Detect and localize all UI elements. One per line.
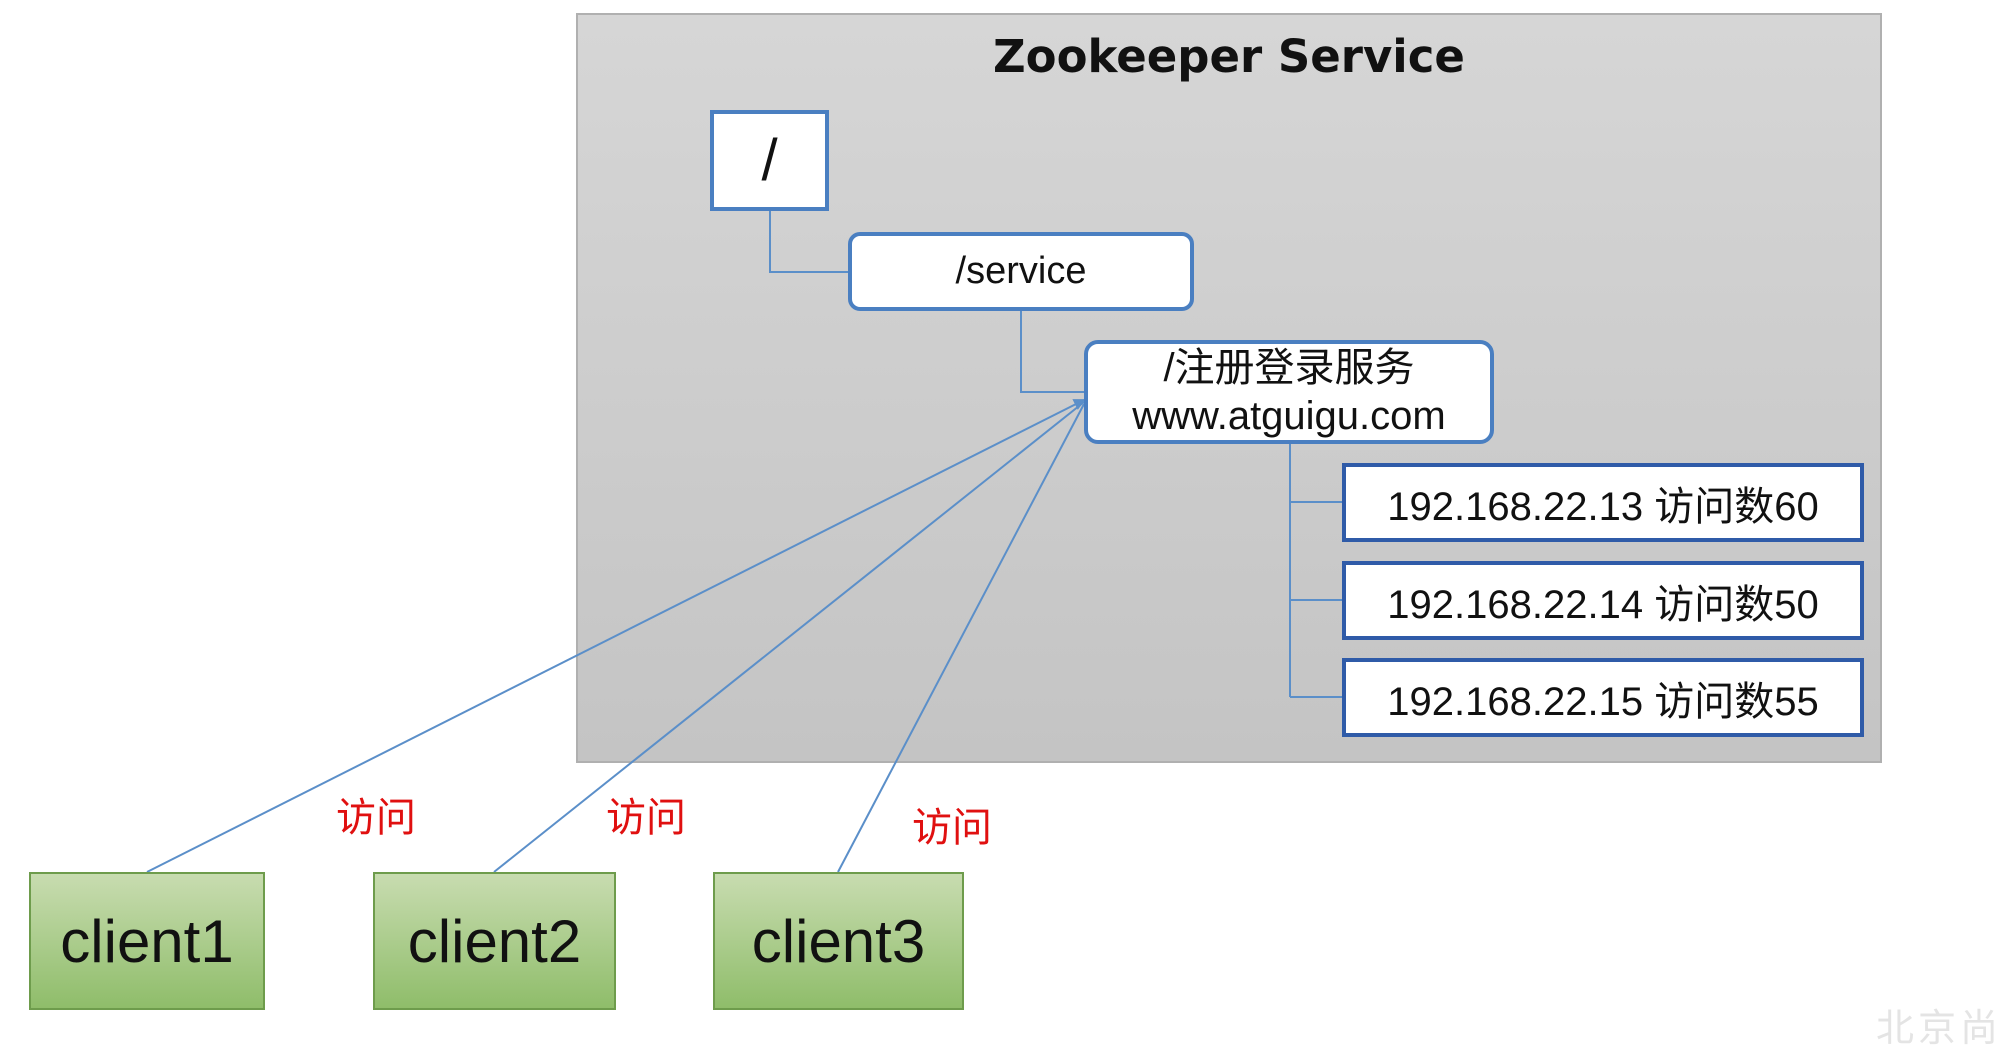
access-line-client2	[493, 401, 1085, 873]
registration-znode-url: www.atguigu.com	[1132, 394, 1446, 438]
service-znode: /service	[848, 232, 1194, 311]
server-node-2: 192.168.22.14 访问数50	[1342, 561, 1864, 640]
server-node-3: 192.168.22.15 访问数55	[1342, 658, 1864, 737]
watermark: 北京尚	[1875, 1008, 2002, 1050]
service-title: Zookeeper Service	[993, 30, 1465, 83]
registration-znode: /注册登录服务 www.atguigu.com	[1084, 340, 1494, 444]
server-node-1: 192.168.22.13 访问数60	[1342, 463, 1864, 542]
connector-service-to-registration	[1020, 311, 1084, 393]
client3-box: client3	[713, 872, 964, 1010]
access-label-client1: 访问	[336, 795, 416, 841]
access-line-client3	[837, 403, 1085, 873]
client2-box: client2	[373, 872, 616, 1010]
connector-root-to-service	[769, 211, 848, 273]
access-line-client1	[146, 399, 1086, 873]
root-znode: /	[710, 110, 829, 211]
access-label-client3: 访问	[912, 805, 992, 851]
client1-box: client1	[29, 872, 265, 1010]
registration-znode-name: /注册登录服务	[1163, 346, 1415, 390]
access-label-client2: 访问	[606, 795, 686, 841]
